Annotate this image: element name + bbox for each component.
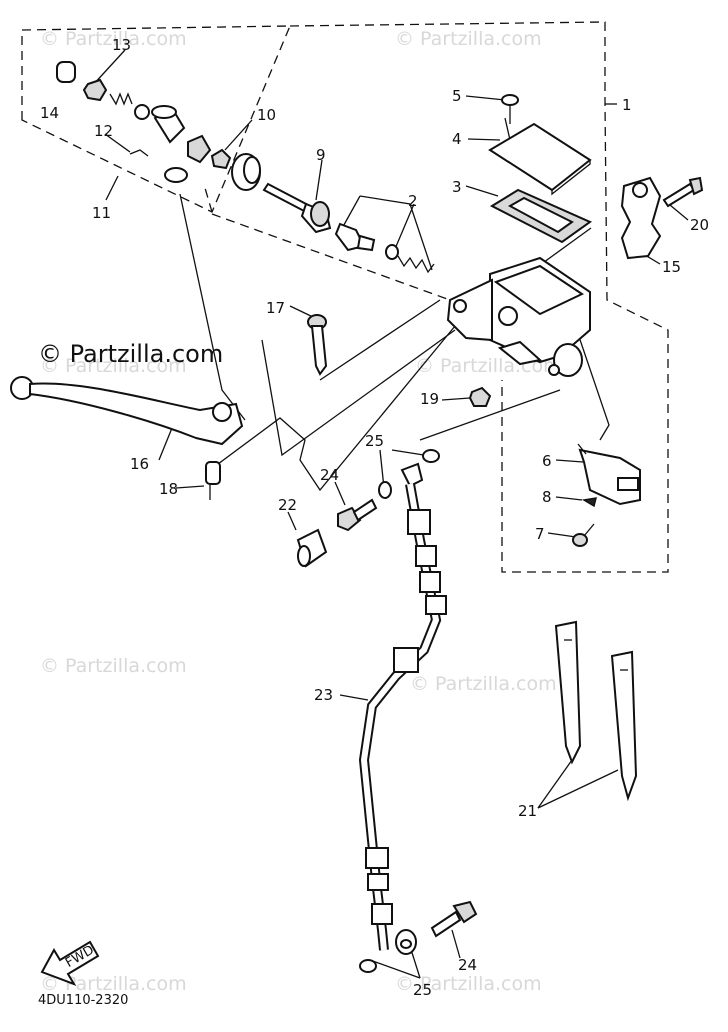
part-washer bbox=[134, 104, 150, 120]
callout-3: 3 bbox=[452, 178, 462, 196]
watermarks: © Partzilla.com © Partzilla.com © Partzi… bbox=[38, 28, 562, 995]
part-union-bolt bbox=[430, 900, 478, 938]
callout-7: 7 bbox=[535, 525, 545, 543]
part-copper-washer bbox=[400, 939, 412, 949]
callout-1: 1 bbox=[622, 96, 632, 114]
part-piston bbox=[334, 222, 435, 274]
watermark: © Partzilla.com bbox=[410, 673, 557, 695]
diagram-code: 4DU110-2320 bbox=[38, 993, 128, 1008]
watermark-main: © Partzilla.com bbox=[38, 340, 223, 368]
callout-23: 23 bbox=[314, 686, 333, 704]
callout-12: 12 bbox=[94, 122, 113, 140]
callout-8: 8 bbox=[542, 488, 552, 506]
part-union-bolt bbox=[337, 498, 378, 532]
watermark: © Partzilla.com bbox=[395, 973, 542, 995]
watermark: © Partzilla.com bbox=[40, 973, 187, 995]
callout-15: 15 bbox=[662, 258, 681, 276]
part-cable-tie bbox=[554, 620, 638, 802]
part-spring bbox=[109, 92, 133, 106]
callout-labels: 1 2 3 4 5 6 7 8 9 10 11 12 13 14 15 16 1… bbox=[40, 36, 709, 999]
part-switch-screw bbox=[572, 523, 595, 547]
callout-22: 22 bbox=[278, 496, 297, 514]
part-nut bbox=[82, 78, 108, 102]
callout-25: 25 bbox=[365, 432, 384, 450]
assembly-boundaries bbox=[21, 21, 669, 573]
callout-5: 5 bbox=[452, 87, 462, 105]
part-copper-washer bbox=[359, 959, 377, 973]
watermark: © Partzilla.com bbox=[40, 28, 187, 50]
part-copper-washer bbox=[378, 481, 392, 499]
part-small-washer bbox=[581, 497, 598, 508]
watermark: © Partzilla.com bbox=[40, 655, 187, 677]
part-adjuster bbox=[187, 134, 212, 164]
callout-2: 2 bbox=[408, 192, 418, 210]
part-master-cylinder bbox=[446, 256, 591, 377]
callout-11: 11 bbox=[92, 204, 111, 222]
part-screw bbox=[501, 94, 519, 124]
callout-24: 24 bbox=[320, 466, 339, 484]
callout-21: 21 bbox=[518, 802, 537, 820]
leader-lines bbox=[91, 49, 689, 979]
part-circlip bbox=[129, 149, 149, 157]
part-pivot-bolt bbox=[307, 314, 328, 376]
callout-9: 9 bbox=[316, 146, 326, 164]
part-push-rod bbox=[262, 182, 332, 234]
part-pin bbox=[151, 105, 186, 144]
part-cap bbox=[56, 61, 76, 83]
part-pivot-nut bbox=[468, 386, 492, 407]
part-brake-hose bbox=[358, 462, 447, 955]
callout-17: 17 bbox=[266, 299, 285, 317]
callout-16: 16 bbox=[130, 455, 149, 473]
callout-18: 18 bbox=[159, 480, 178, 498]
part-brake-switch bbox=[577, 443, 641, 506]
callout-4: 4 bbox=[452, 130, 462, 148]
part-brake-lever bbox=[10, 376, 244, 446]
callout-10: 10 bbox=[257, 106, 276, 124]
part-clamp bbox=[620, 176, 662, 260]
callout-19: 19 bbox=[420, 390, 439, 408]
part-reservoir-cap bbox=[488, 122, 592, 192]
callout-20: 20 bbox=[690, 216, 709, 234]
callout-25: 25 bbox=[413, 981, 432, 999]
callout-6: 6 bbox=[542, 452, 552, 470]
part-copper-washer bbox=[422, 449, 440, 463]
part-o-ring bbox=[164, 167, 188, 183]
callout-24: 24 bbox=[458, 956, 477, 974]
callout-14: 14 bbox=[40, 104, 59, 122]
watermark: © Partzilla.com bbox=[40, 355, 187, 377]
part-bleeder-cap bbox=[296, 528, 328, 568]
callout-13: 13 bbox=[112, 36, 131, 54]
part-bushing bbox=[205, 461, 221, 485]
part-boot-inner bbox=[243, 156, 261, 184]
part-locknut bbox=[210, 148, 232, 170]
watermark: © Partzilla.com bbox=[395, 28, 542, 50]
parts: FWD bbox=[10, 61, 704, 986]
part-clamp-bolt bbox=[662, 176, 704, 208]
part-diaphragm bbox=[489, 188, 593, 244]
